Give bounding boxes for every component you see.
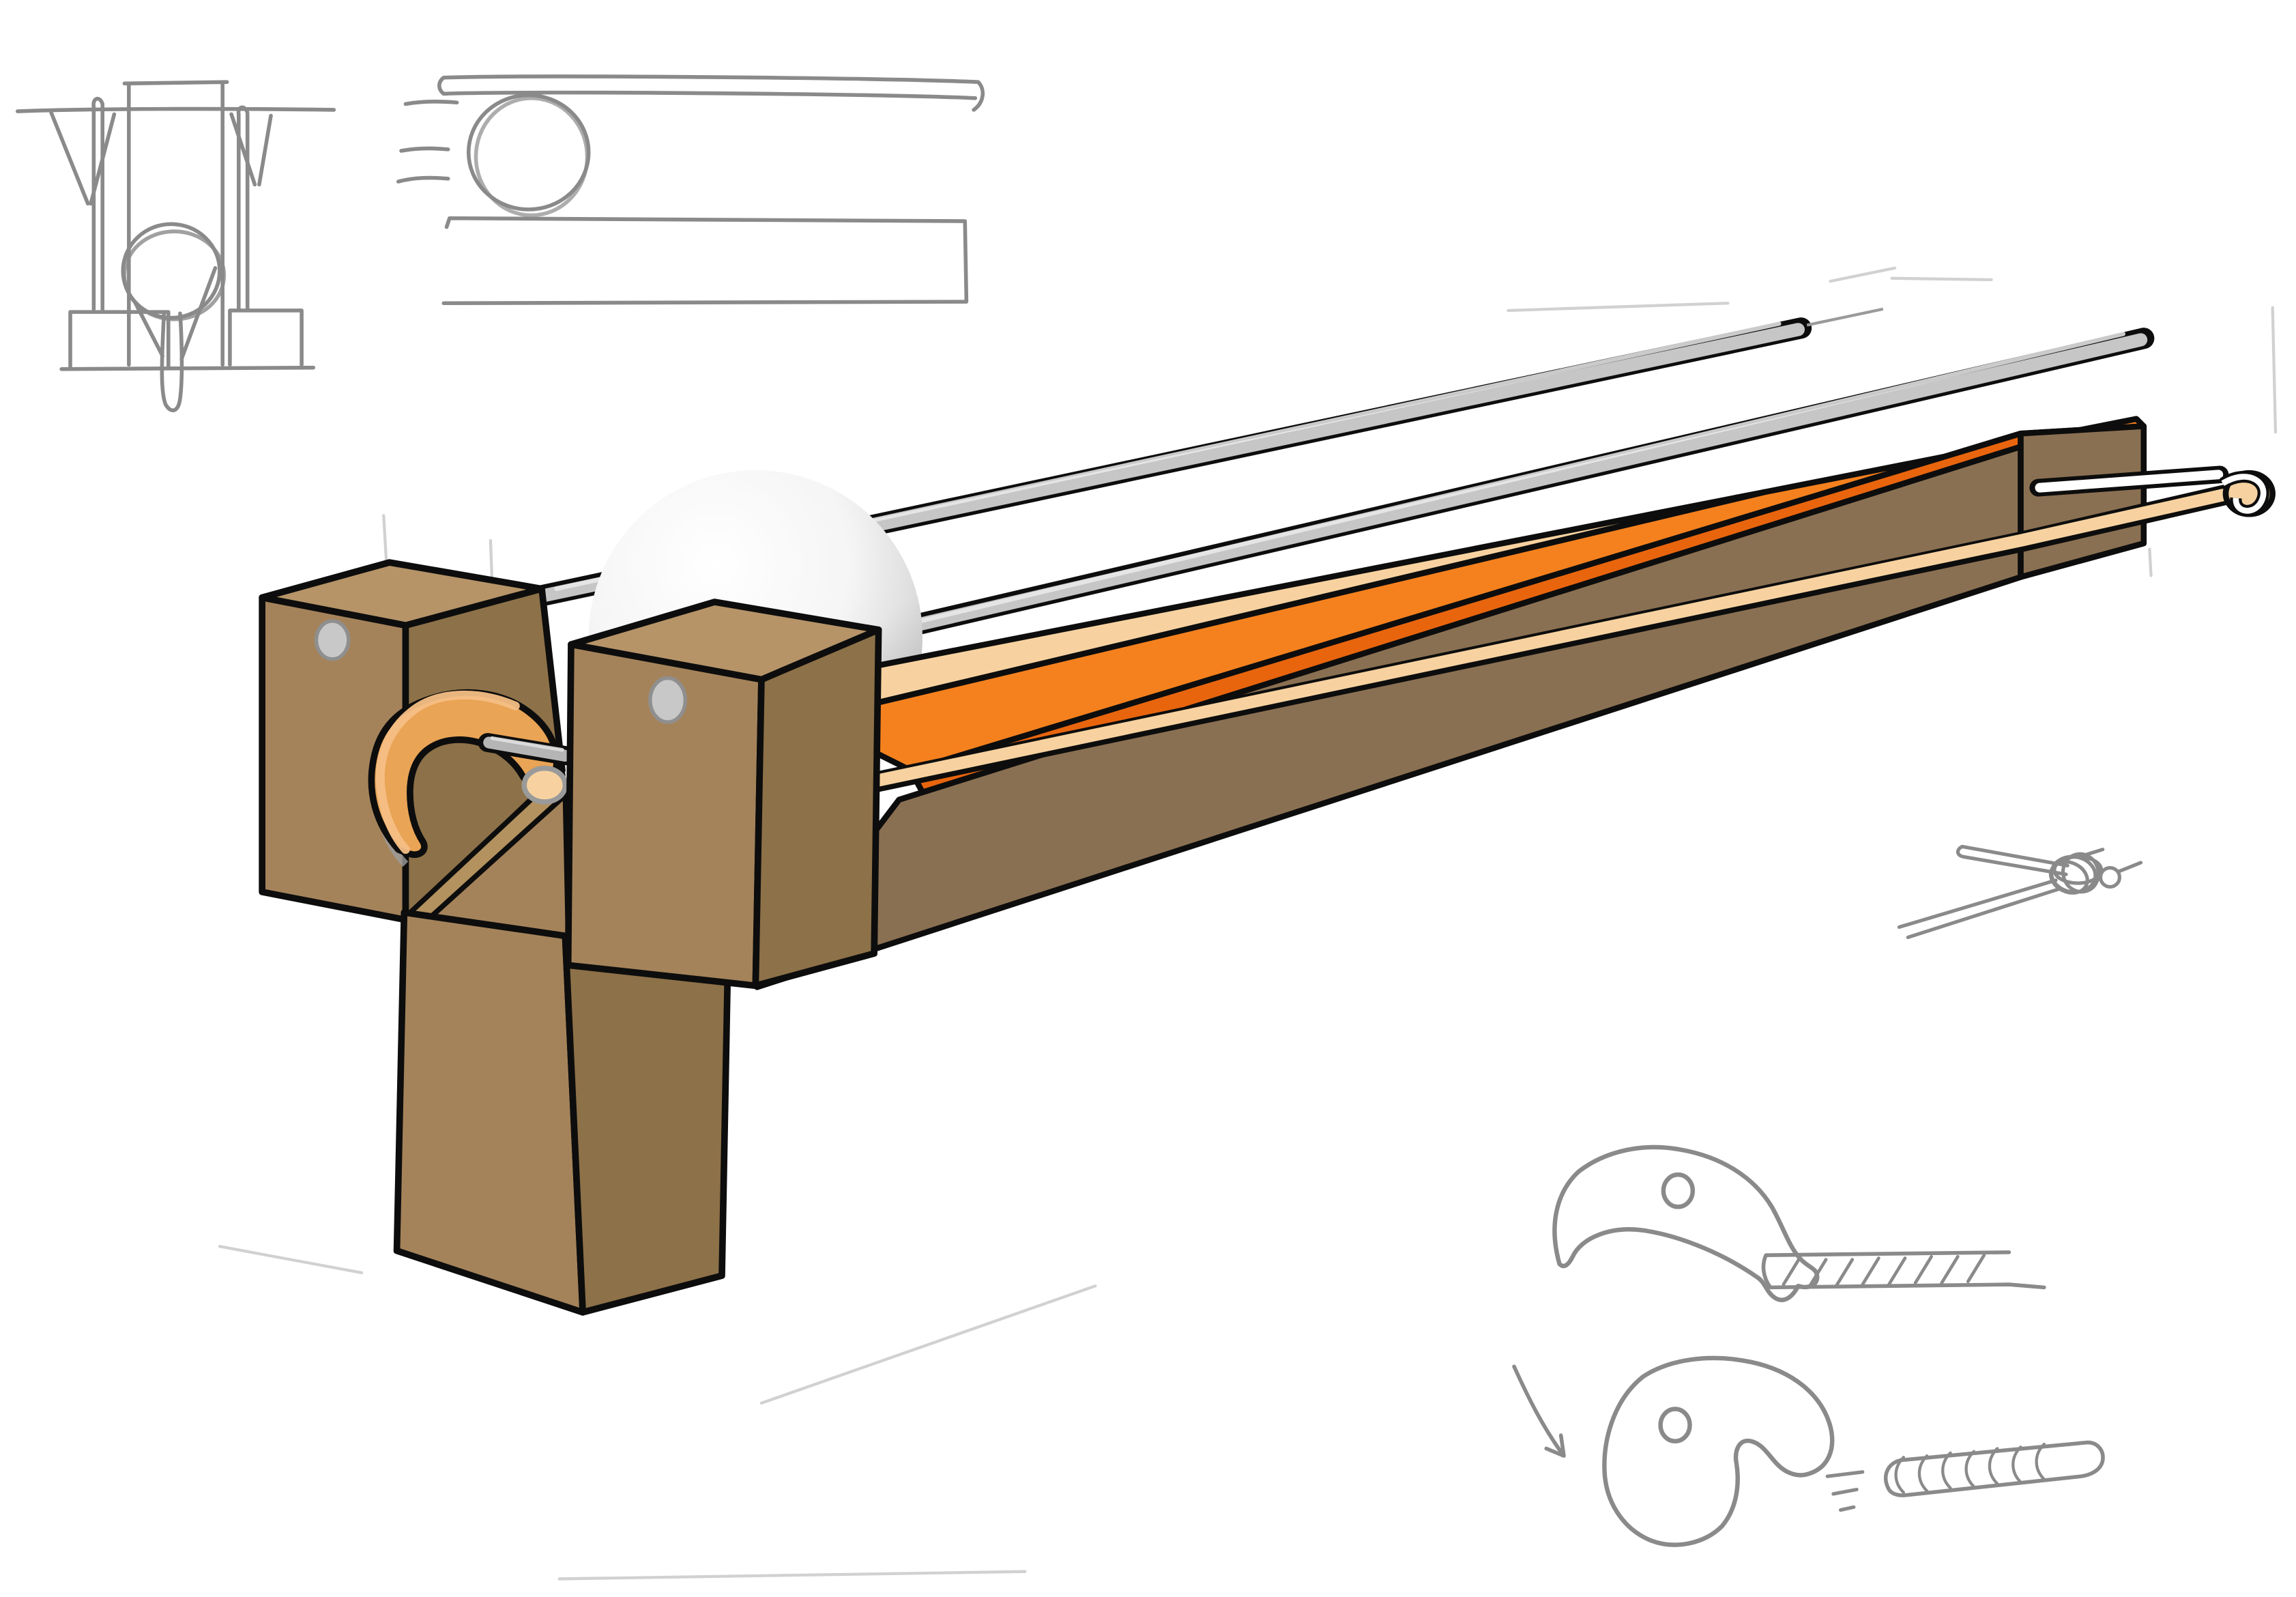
- ball-between-rails-pencil-sketch: [396, 74, 985, 306]
- front-post-hole: [648, 676, 688, 724]
- engaged-rod-outline: [1761, 1250, 2046, 1290]
- cam-pin: [483, 736, 571, 762]
- sketch-lower-beam: [441, 216, 969, 306]
- faint-line: [489, 538, 494, 581]
- cam-engaged-hole: [1661, 1172, 1696, 1209]
- lower-rod-body: [870, 333, 2148, 641]
- engaged-rod-hatching: [1782, 1253, 1986, 1288]
- front-view-pencil-sketch: [15, 80, 336, 413]
- lashed-sticks-pencil-sketch: [1897, 844, 2143, 940]
- sketch-ball-outline-2: [122, 229, 227, 321]
- stick-end-cap: [521, 765, 568, 805]
- sketch-rail-ends: [437, 75, 985, 112]
- lash-upper-stick: [1956, 844, 2069, 876]
- stick-knob: [2220, 470, 2276, 517]
- end-rod-body: [2035, 470, 2224, 493]
- vertical-post-side-face: [562, 932, 731, 1316]
- faint-line: [1507, 302, 1730, 313]
- faint-line: [759, 1284, 1097, 1405]
- cam-released-hole: [1658, 1407, 1692, 1443]
- tapered-beam: [754, 416, 2147, 990]
- cam-trigger-engaged-pencil-sketch: [1552, 1145, 2046, 1302]
- rotation-arrow: [1512, 1364, 1566, 1458]
- sketch-left-base: [68, 310, 171, 370]
- front-post-side-face: [752, 626, 882, 990]
- vertical-post-front-face: [393, 909, 586, 1316]
- front-wood-post: [564, 599, 882, 990]
- sketch-top-rail: [441, 74, 980, 100]
- lash-lower-stick: [1897, 878, 2061, 940]
- lash-wrap: [2061, 852, 2101, 894]
- faint-line: [1829, 266, 1897, 283]
- released-motion-dashes: [1825, 1470, 1865, 1512]
- faint-line: [2271, 306, 2278, 434]
- vertical-support-post: [393, 909, 731, 1316]
- faint-line: [557, 1570, 1027, 1581]
- sketch-left-rod: [91, 96, 105, 311]
- cam-trigger: [368, 689, 577, 867]
- sketch-right-base: [228, 308, 304, 367]
- sketch-right-rod: [236, 105, 250, 311]
- sketch-speed-lines: [396, 100, 459, 184]
- cam-pin-highlight: [490, 736, 564, 752]
- faint-line: [2148, 547, 2153, 577]
- knob-hook: [2221, 474, 2267, 514]
- sketch-table-line: [15, 106, 336, 113]
- lash-wrap: [2048, 860, 2089, 895]
- lash-tail: [2077, 848, 2143, 874]
- sketch-right-funnel: [229, 112, 273, 187]
- cam-light-edge: [375, 690, 520, 854]
- upper-rod-pencil-extension: [1806, 307, 1884, 327]
- cam-released-body: [1602, 1355, 1835, 1547]
- lash-loop: [2098, 865, 2121, 889]
- rear-post-hole: [314, 619, 351, 661]
- rear-wood-post: [259, 559, 566, 923]
- lower-rod-highlight: [894, 332, 2125, 629]
- sketch-column: [122, 80, 229, 367]
- colored-launcher-rendering: [259, 307, 2276, 1316]
- faint-line: [218, 1245, 364, 1275]
- faint-line: [382, 514, 388, 567]
- released-rod-outline: [1884, 1440, 2105, 1497]
- cam-engaged-body: [1552, 1145, 1820, 1302]
- sketch-base-line: [59, 365, 316, 371]
- end-pin-rod: [2029, 465, 2229, 497]
- released-rod-texture: [1894, 1442, 2046, 1494]
- cam-trigger-released-pencil-sketch: [1512, 1355, 2105, 1547]
- lower-guide-rod: [864, 328, 2155, 645]
- stick-body: [871, 489, 2229, 787]
- faint-line: [1890, 276, 1993, 282]
- sketch-rolling-ball-2: [474, 96, 590, 218]
- tan-launch-stick: [865, 485, 2235, 793]
